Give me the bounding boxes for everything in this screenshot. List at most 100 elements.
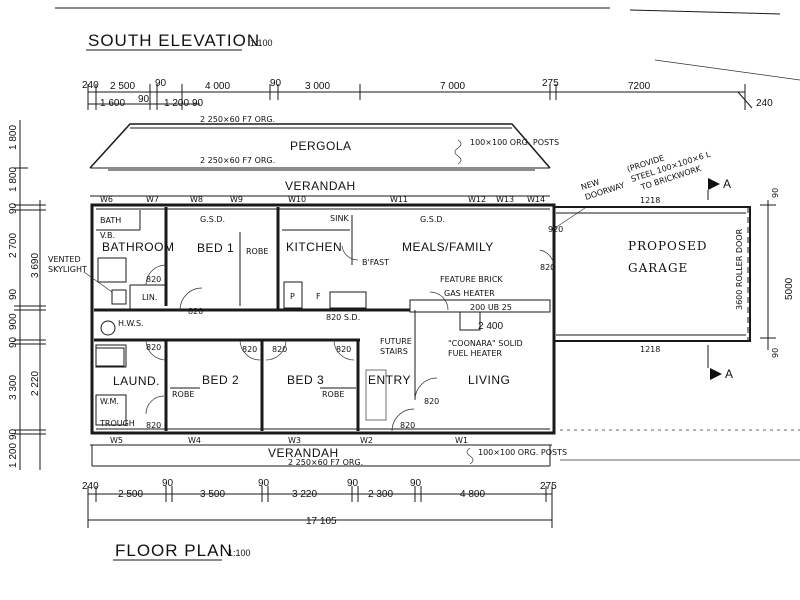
skylight-leader <box>83 271 113 293</box>
dim-left-5: 3 690 <box>30 253 41 278</box>
room-pantry: P <box>290 292 295 301</box>
garage-label-1: PROPOSED <box>628 239 707 253</box>
door-820-sd: 820 S.D. <box>326 313 360 322</box>
dim-240-right: 240 <box>756 98 773 109</box>
vented-skylight-2: SKYLIGHT <box>48 265 87 274</box>
door-820-5: 820 <box>272 345 287 354</box>
vented-skylight-1: VENTED <box>48 255 81 264</box>
top-dimensions <box>87 84 746 110</box>
section-a-top-label: A <box>723 177 732 191</box>
dim-bottom-8: 2 300 <box>368 489 393 500</box>
window-w14: W14 <box>527 195 545 204</box>
room-gsd2: G.S.D. <box>420 215 445 224</box>
window-w11: W11 <box>390 195 408 204</box>
window-w9: W9 <box>230 195 243 204</box>
verandah-bottom-label: VERANDAH <box>268 446 339 460</box>
window-w3: W3 <box>288 436 301 445</box>
dim-left-7: 900 <box>8 313 19 330</box>
dim-bottom-11: 275 <box>540 481 557 492</box>
dim-1218-top: 1218 <box>640 196 660 205</box>
posts-brace-bottom <box>466 447 474 465</box>
elevation-title: SOUTH ELEVATION <box>88 31 260 50</box>
garage-width-dim: 5000 <box>784 277 795 300</box>
room-vb: V.B. <box>100 231 115 240</box>
door-820-10: 820 <box>540 263 555 272</box>
dim-left-3: 90 <box>8 202 19 214</box>
window-w5: W5 <box>110 436 123 445</box>
roller-door-label: 3600 ROLLER DOOR <box>735 228 744 310</box>
window-w2: W2 <box>360 436 373 445</box>
gas-heater-note: GAS HEATER <box>444 289 495 298</box>
garage-label-2: GARAGE <box>628 261 688 275</box>
dim-total: 17 105 <box>306 516 337 527</box>
dim-bottom-6: 3 220 <box>292 489 317 500</box>
door-920: 920 <box>548 225 563 234</box>
room-hwu: H.W.S. <box>118 319 144 328</box>
room-sink: SINK <box>330 214 349 223</box>
dim-top-5: 90 <box>270 78 282 89</box>
door-820-8: 820 <box>424 397 439 406</box>
sheet-top-border-right <box>629 9 781 15</box>
dim-left-8: 90 <box>8 336 19 348</box>
room-kitchen: KITCHEN <box>286 240 342 254</box>
dim-top-1: 240 <box>82 80 99 91</box>
door-820-6: 820 <box>336 345 351 354</box>
room-entry: ENTRY <box>368 373 411 387</box>
dim-bottom-2: 2 500 <box>118 489 143 500</box>
plan-scale: 1:100 <box>228 548 251 558</box>
dim-top-7: 7 000 <box>440 81 465 92</box>
bottom-dimensions <box>87 486 553 528</box>
window-w12: W12 <box>468 195 486 204</box>
room-bathroom: BATHROOM <box>102 240 174 254</box>
section-a-top-arrow <box>708 178 720 190</box>
room-laund: LAUND. <box>113 374 160 388</box>
window-w4: W4 <box>188 436 201 445</box>
dim-bottom-5: 90 <box>258 478 270 489</box>
dim-top-r2-1: 1 600 <box>100 98 125 109</box>
ub-note: 200 UB 25 <box>470 303 512 312</box>
future-stairs-2: STAIRS <box>380 347 408 356</box>
dim-bottom-7: 90 <box>347 478 359 489</box>
room-robe1: ROBE <box>246 247 268 256</box>
room-robe2: ROBE <box>172 390 194 399</box>
room-bfast: B'FAST <box>362 258 389 267</box>
dim-bottom-9: 90 <box>410 478 422 489</box>
room-robe3: ROBE <box>322 390 344 399</box>
room-lin: LIN. <box>142 293 157 302</box>
verandah-top-label: VERANDAH <box>285 179 356 193</box>
room-wm: W.M. <box>100 397 119 406</box>
room-bed3: BED 3 <box>287 373 324 387</box>
door-820-2: 820 <box>188 307 203 316</box>
window-w10: W10 <box>288 195 306 204</box>
plan-title: FLOOR PLAN <box>115 541 233 560</box>
verandah-beam-note: 2 250×60 F7 ORG. <box>288 458 363 467</box>
dim-top-3: 90 <box>155 78 167 89</box>
left-dimensions <box>14 120 46 470</box>
garage-right-dimension <box>760 200 776 350</box>
dim-90-right-bot: 90 <box>771 348 780 358</box>
dim-bottom-1: 240 <box>82 481 99 492</box>
section-a-bottom-arrow <box>710 368 722 380</box>
pergola-roof <box>89 123 551 171</box>
dim-top-4: 4 000 <box>205 81 230 92</box>
fireplace-dim: 2 400 <box>478 321 503 332</box>
room-bed2: BED 2 <box>202 373 239 387</box>
dim-top-9: 7200 <box>628 81 651 92</box>
dim-240-tick <box>737 91 753 109</box>
dim-left-9: 2 220 <box>30 371 41 396</box>
coonara-note-1: "COONARA" SOLID <box>448 339 523 348</box>
posts-brace-top <box>454 139 462 165</box>
future-stairs-outline <box>365 369 387 421</box>
door-820-7: 820 <box>146 421 161 430</box>
window-w13: W13 <box>496 195 514 204</box>
section-a-bottom-label: A <box>725 367 734 381</box>
room-meals-family: MEALS/FAMILY <box>402 240 494 254</box>
window-w8: W8 <box>190 195 203 204</box>
window-w6: W6 <box>100 195 113 204</box>
future-stairs-1: FUTURE <box>380 337 412 346</box>
dim-top-8: 275 <box>542 78 559 89</box>
dim-left-1: 1 800 <box>8 125 19 150</box>
dim-top-2: 2 500 <box>110 81 135 92</box>
pergola-label: PERGOLA <box>290 139 352 153</box>
